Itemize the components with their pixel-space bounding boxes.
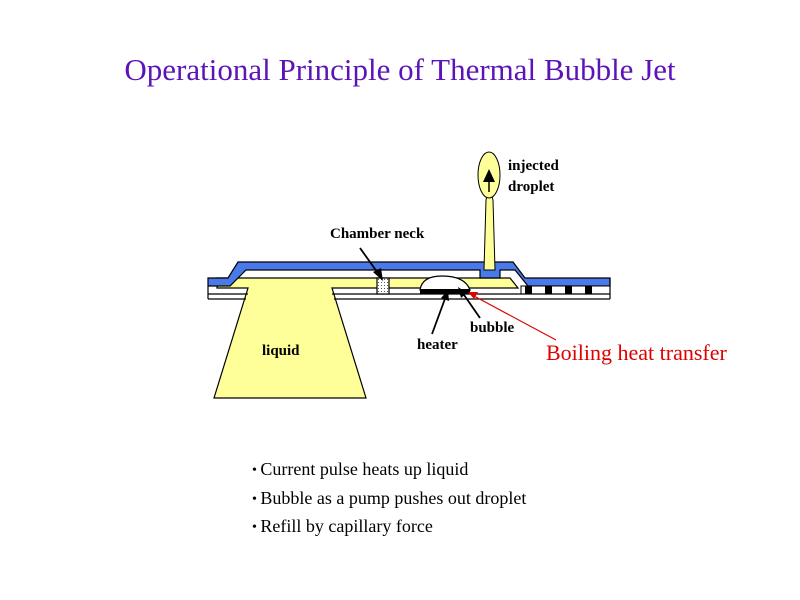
liquid-reservoir xyxy=(213,277,520,399)
label-liquid: liquid xyxy=(262,343,300,359)
nozzle-plate xyxy=(520,285,611,295)
bullet-item: Bubble as a pump pushes out droplet xyxy=(252,485,526,514)
droplet-stream xyxy=(483,192,496,271)
label-chamber-neck: Chamber neck xyxy=(330,226,425,242)
label-injected: injected xyxy=(508,158,559,174)
cover-plate xyxy=(207,261,611,287)
label-boiling-heat-transfer: Boiling heat transfer xyxy=(546,340,728,365)
heater xyxy=(420,289,470,294)
arrow-up-icon xyxy=(483,169,495,182)
label-heater: heater xyxy=(417,337,458,353)
bullet-list: Current pulse heats up liquid Bubble as … xyxy=(252,456,526,542)
bullet-item: Current pulse heats up liquid xyxy=(252,456,526,485)
bullet-item: Refill by capillary force xyxy=(252,513,526,542)
chamber-neck-block xyxy=(376,277,390,295)
leader-arrows xyxy=(359,247,557,341)
page-title: Operational Principle of Thermal Bubble … xyxy=(124,52,676,87)
label-bubble: bubble xyxy=(470,320,515,336)
label-droplet: droplet xyxy=(508,179,554,195)
bubble xyxy=(419,275,471,291)
